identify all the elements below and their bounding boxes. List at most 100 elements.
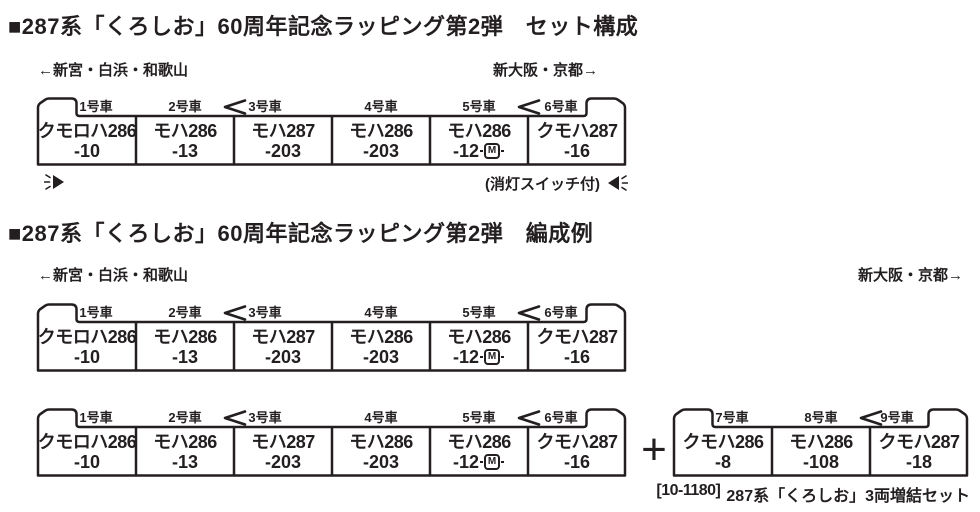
direction-right-label: 新大阪・京都→ xyxy=(493,62,599,79)
car-serial-number: -12 xyxy=(452,451,479,472)
car-number-label: 4号車 xyxy=(364,305,398,320)
section2-title: ■287系「くろしお」60周年記念ラッピング第2弾 編成例 xyxy=(8,221,594,246)
train-car: モハ287-203 xyxy=(236,428,330,475)
car-serial-number: -13 xyxy=(171,451,198,472)
light-rays-left-icon xyxy=(608,175,628,191)
car-number-label: 1号車 xyxy=(79,305,113,320)
train-car: モハ286-203 xyxy=(334,323,428,370)
car-serial-number: -13 xyxy=(171,346,198,367)
car-series-name: モハ286 xyxy=(447,120,511,141)
train-car: モハ286-13 xyxy=(138,428,232,475)
car-number-label: 6号車 xyxy=(544,305,578,320)
car-series-name: クモハ286 xyxy=(682,431,764,452)
train-car: クモロハ286-10 xyxy=(37,323,137,370)
train-car: モハ286-13 xyxy=(138,323,232,370)
car-serial-number: -108 xyxy=(802,451,840,472)
car-series-name: モハ286 xyxy=(349,120,413,141)
coupler-chevron-icon xyxy=(223,99,247,115)
direction-left-label: ←新宮・白浜・和歌山 xyxy=(38,62,189,79)
car-number-label: 4号車 xyxy=(364,410,398,425)
car-series-name: モハ287 xyxy=(251,326,315,347)
direction-left-label: ←新宮・白浜・和歌山 xyxy=(38,267,189,284)
car-serial-number: -18 xyxy=(905,451,932,472)
car-series-name: クモハ287 xyxy=(536,431,618,452)
train-car: モハ287-203 xyxy=(236,117,330,164)
car-number-label: 1号車 xyxy=(79,99,113,114)
section1-title: ■287系「くろしお」60周年記念ラッピング第2弾 セット構成 xyxy=(8,14,639,39)
car-series-name: クモハ287 xyxy=(536,120,618,141)
train-car: モハ286-203 xyxy=(334,117,428,164)
addon-set-caption: [10-1180] 287系「くろしお」3両増結セット xyxy=(656,482,970,506)
train-car: クモハ287-16 xyxy=(530,428,624,475)
car-series-name: モハ287 xyxy=(251,431,315,452)
motor-car-icon: M xyxy=(484,142,500,159)
car-serial-number: -203 xyxy=(362,346,400,367)
motor-car-icon: M xyxy=(484,348,500,365)
car-series-name: クモハ287 xyxy=(878,431,960,452)
car-serial-number: -10 xyxy=(73,451,100,472)
car-number-label: 6号車 xyxy=(544,99,578,114)
car-serial-number: -16 xyxy=(563,346,590,367)
car-serial-number: -16 xyxy=(563,140,590,161)
car-serial-number: -16 xyxy=(563,451,590,472)
train-outline xyxy=(672,408,969,477)
car-serial-number: -13 xyxy=(171,140,198,161)
train-car: モハ286-12 M xyxy=(432,323,526,370)
car-number-label: 5号車 xyxy=(462,410,496,425)
coupler-chevron-icon xyxy=(517,99,541,115)
car-number-label: 5号車 xyxy=(462,305,496,320)
car-serial-number: -203 xyxy=(362,140,400,161)
car-serial-number: -203 xyxy=(264,451,302,472)
car-number-label: 5号車 xyxy=(462,99,496,114)
car-serial-number: -203 xyxy=(264,346,302,367)
car-number-label: 7号車 xyxy=(715,410,749,425)
train-outline xyxy=(36,408,627,477)
car-series-name: モハ286 xyxy=(349,326,413,347)
car-series-name: モハ286 xyxy=(153,326,217,347)
car-series-name: モハ286 xyxy=(153,431,217,452)
car-series-name: モハ286 xyxy=(789,431,853,452)
train-car: クモロハ286-10 xyxy=(38,117,137,164)
coupler-chevron-icon xyxy=(517,305,541,321)
coupler-chevron-icon xyxy=(517,410,541,426)
train-car: モハ286-12 M xyxy=(432,428,526,475)
coupler-chevron-icon xyxy=(859,410,883,426)
train-car: クモハ286-8 xyxy=(676,428,770,475)
car-number-label: 8号車 xyxy=(804,410,838,425)
addon-caption-text: 287系「くろしお」3両増結セット xyxy=(726,488,970,505)
car-series-name: モハ286 xyxy=(447,431,511,452)
car-number-label: 2号車 xyxy=(168,305,202,320)
six-car-set-example-2: 1号車 2号車 3号車 4号車 5号車 6号車 クモロハ286-10 モハ286… xyxy=(36,407,628,478)
car-series-name: クモロハ286 xyxy=(37,326,137,347)
train-car: モハ287-203 xyxy=(236,323,330,370)
train-outline xyxy=(36,97,627,166)
car-series-name: モハ286 xyxy=(153,120,217,141)
car-number-label: 1号車 xyxy=(79,410,113,425)
coupler-chevron-icon xyxy=(223,410,247,426)
six-car-set-example-1: 1号車 2号車 3号車 4号車 5号車 6号車 クモロハ286-10 モハ286… xyxy=(36,302,628,373)
car-number-label: 3号車 xyxy=(248,410,282,425)
train-car: クモハ287-18 xyxy=(872,428,966,475)
six-car-set-composition: 1号車 2号車 3号車 4号車 5号車 6号車 クモロハ286-10 モハ286… xyxy=(36,96,628,167)
plus-connector: + xyxy=(641,425,667,474)
train-car: クモハ287-16 xyxy=(530,117,624,164)
train-outline xyxy=(36,303,627,372)
car-number-label: 6号車 xyxy=(544,410,578,425)
three-car-addon-set: 7号車 8号車 9号車 クモハ286-8 モハ286-108 クモハ287-18 xyxy=(672,407,970,478)
train-car: モハ286-108 xyxy=(774,428,868,475)
car-serial-number: -10 xyxy=(73,140,100,161)
product-code: [10-1180] xyxy=(656,482,721,499)
car-series-name: モハ286 xyxy=(447,326,511,347)
direction-right-label: 新大阪・京都→ xyxy=(857,267,963,284)
train-car: クモロハ286-10 xyxy=(37,428,137,475)
car-series-name: モハ287 xyxy=(251,120,315,141)
car-serial-number: -12 xyxy=(452,346,479,367)
motor-car-icon: M xyxy=(484,453,500,470)
taillight-indicator: (消灯スイッチ付) xyxy=(485,172,628,194)
car-number-label: 3号車 xyxy=(248,305,282,320)
car-series-name: クモハ287 xyxy=(536,326,618,347)
train-car: クモハ287-16 xyxy=(530,323,624,370)
car-series-name: クモロハ286 xyxy=(37,431,137,452)
